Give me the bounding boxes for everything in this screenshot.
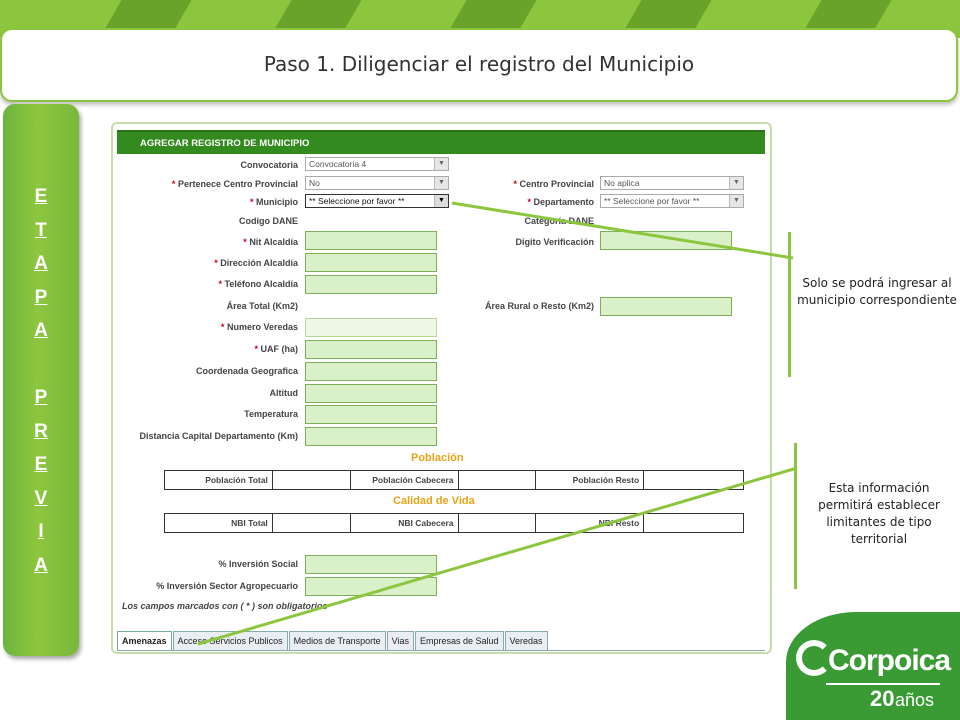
- calidad-table: NBI Total NBI Cabecera NBI Resto: [164, 513, 744, 533]
- telefono-input[interactable]: [305, 275, 437, 294]
- side-letter: V: [34, 487, 48, 509]
- slide-title: Paso 1. Diligenciar el registro del Muni…: [263, 52, 695, 76]
- digito-input[interactable]: [600, 231, 732, 250]
- side-letter: T: [35, 219, 47, 241]
- label-inversion-agro: % Inversión Sector Agropecuario: [156, 581, 298, 591]
- poblacion-table: Población Total Población Cabecera Pobla…: [164, 470, 744, 490]
- side-letter: A: [34, 320, 48, 341]
- etapa-previa-bar: E T A P A P R E V I A: [3, 104, 79, 656]
- side-letter: I: [38, 521, 44, 542]
- etapa-previa-letters: E T A P A P R E V I A: [3, 180, 79, 582]
- convocatoria-select[interactable]: Convocatoria 4▼: [305, 157, 449, 171]
- poblacion-title: Población: [411, 452, 464, 464]
- chevron-down-icon[interactable]: ▼: [434, 195, 448, 207]
- callout-municipio: Solo se podrá ingresar al municipio corr…: [796, 275, 958, 309]
- tab-veredas[interactable]: Veredas: [504, 631, 548, 650]
- label-municipio: * Municipio: [249, 197, 298, 207]
- centro-provincial-select[interactable]: No aplica▼: [600, 176, 744, 190]
- chevron-down-icon[interactable]: ▼: [434, 158, 448, 170]
- side-letter: P: [34, 286, 48, 308]
- label-inversion-social: % Inversión Social: [218, 559, 298, 569]
- area-rural-input[interactable]: [600, 297, 732, 316]
- label-telefono: * Teléfono Alcaldía: [218, 279, 298, 289]
- nbi-total-label: NBI Total: [164, 513, 273, 533]
- side-letter: A: [34, 253, 48, 274]
- calidad-title: Calidad de Vida: [393, 495, 475, 507]
- label-temperatura: Temperatura: [244, 409, 298, 419]
- callout-bar-municipio: [788, 232, 791, 377]
- numero-veredas-input[interactable]: [305, 318, 437, 337]
- poblacion-cabecera-label: Población Cabecera: [349, 470, 459, 490]
- nbi-cabecera-label: NBI Cabecera: [349, 513, 459, 533]
- municipio-select[interactable]: ** Seleccione por favor **▼: [305, 194, 449, 208]
- nit-input[interactable]: [305, 231, 437, 250]
- chevron-down-icon[interactable]: ▼: [434, 177, 448, 189]
- required-fields-note: Los campos marcados con ( * ) son obliga…: [122, 601, 328, 611]
- label-altitud: Altitud: [269, 388, 299, 398]
- inversion-social-input[interactable]: [305, 555, 437, 574]
- tab-medios-transporte[interactable]: Medios de Transporte: [288, 631, 386, 650]
- label-centro-provincial: * Centro Provincial: [513, 179, 594, 189]
- side-letter: P: [34, 387, 48, 408]
- title-box: Paso 1. Diligenciar el registro del Muni…: [0, 28, 958, 102]
- temperatura-input[interactable]: [305, 405, 437, 424]
- label-convocatoria: Convocatoria: [240, 160, 298, 170]
- callout-informacion: Esta información permitirá establecer li…: [800, 480, 958, 548]
- side-letter: A: [34, 554, 48, 576]
- connector-municipio: [451, 201, 794, 260]
- form-panel: [111, 122, 772, 654]
- logo-name: Corpoica: [828, 644, 951, 677]
- label-uaf: * UAF (ha): [254, 344, 298, 354]
- poblacion-resto-label: Población Resto: [535, 470, 645, 490]
- departamento-select[interactable]: ** Seleccione por favor **▼: [600, 194, 744, 208]
- label-coordenada: Coordenada Geografica: [195, 366, 298, 376]
- nbi-resto-cell[interactable]: [643, 513, 744, 533]
- label-numero-veredas: * Numero Veredas: [220, 322, 298, 332]
- tab-acceso-servicios[interactable]: Acceso Servicios Publicos: [172, 631, 288, 650]
- side-letter: E: [34, 186, 48, 207]
- label-area-total: Área Total (Km2): [226, 301, 298, 311]
- label-codigo-dane: Codigo DANE: [239, 216, 298, 226]
- tab-empresas-salud[interactable]: Empresas de Salud: [414, 631, 504, 650]
- tab-vias[interactable]: Vias: [386, 631, 414, 650]
- label-distancia: Distancia Capital Departamento (Km): [139, 431, 298, 441]
- tab-amenazas[interactable]: Amenazas: [117, 631, 172, 651]
- corpoica-leaf-icon: [796, 640, 832, 676]
- logo-years-suffix: años: [895, 690, 935, 710]
- label-pertenece-centro: * Pertenece Centro Provincial: [171, 179, 298, 189]
- logo-divider: [826, 683, 940, 685]
- tab-baseline: [117, 650, 765, 651]
- label-direccion: * Dirección Alcaldía: [214, 258, 298, 268]
- form-header-title: AGREGAR REGISTRO DE MUNICIPIO: [140, 138, 310, 149]
- pertenece-centro-select[interactable]: No▼: [305, 176, 449, 190]
- altitud-input[interactable]: [305, 384, 437, 403]
- form-header: AGREGAR REGISTRO DE MUNICIPIO: [117, 130, 765, 154]
- label-nit: * Nit Alcaldía: [243, 237, 298, 247]
- side-letter: E: [34, 454, 48, 475]
- label-departamento: * Departamento: [527, 197, 594, 207]
- distancia-input[interactable]: [305, 427, 437, 446]
- tab-bar: Amenazas Acceso Servicios Publicos Medio…: [117, 631, 549, 651]
- coordenada-input[interactable]: [305, 362, 437, 381]
- uaf-input[interactable]: [305, 340, 437, 359]
- label-digito: Digito Verificación: [515, 237, 594, 247]
- poblacion-resto-cell[interactable]: [643, 470, 744, 490]
- side-letter: R: [34, 420, 48, 442]
- label-area-rural: Área Rural o Resto (Km2): [484, 301, 594, 311]
- inversion-agro-input[interactable]: [305, 577, 437, 596]
- nbi-resto-label: NBI Resto: [535, 513, 645, 533]
- chevron-down-icon[interactable]: ▼: [729, 195, 743, 207]
- chevron-down-icon[interactable]: ▼: [729, 177, 743, 189]
- poblacion-total-label: Población Total: [164, 470, 273, 490]
- direccion-input[interactable]: [305, 253, 437, 272]
- logo-years: 20: [870, 686, 895, 711]
- connector-informacion: [197, 466, 798, 646]
- callout-bar-informacion: [794, 443, 797, 589]
